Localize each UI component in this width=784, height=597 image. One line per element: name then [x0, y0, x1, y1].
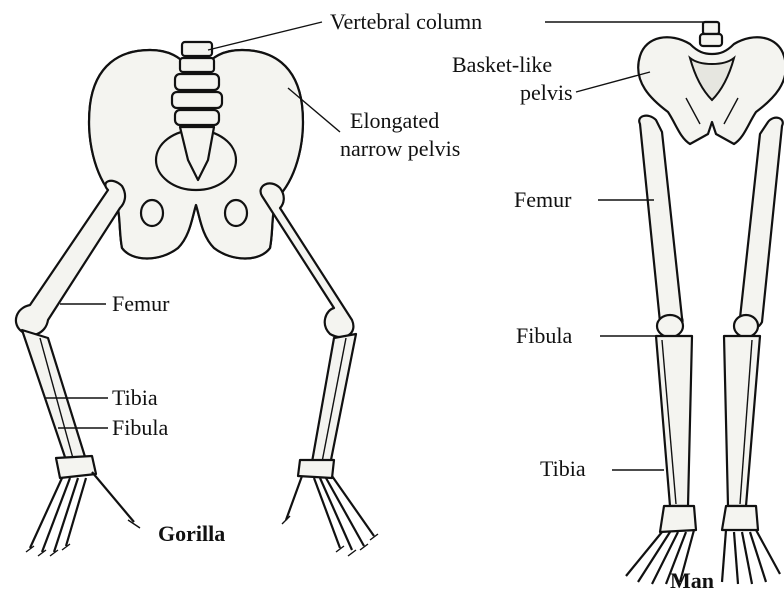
gorilla-left-foot	[26, 456, 140, 556]
label-man-fibula: Fibula	[516, 323, 572, 348]
label-elongated-pelvis-line2: narrow pelvis	[340, 136, 460, 161]
caption-gorilla: Gorilla	[158, 521, 225, 546]
man-left-femur	[639, 116, 682, 330]
caption-man: Man	[670, 568, 714, 592]
man-skeleton	[626, 22, 784, 584]
gorilla-left-femur	[16, 181, 125, 335]
man-vertebral-column	[700, 22, 722, 46]
gorilla-right-foot	[282, 460, 378, 556]
gorilla-right-femur	[261, 183, 354, 337]
label-man-tibia: Tibia	[540, 456, 586, 481]
man-right-foot	[722, 506, 780, 584]
label-gorilla-femur: Femur	[112, 291, 170, 316]
label-man-femur: Femur	[514, 187, 572, 212]
man-right-femur	[739, 118, 782, 330]
label-basket-pelvis-line1: Basket-like	[452, 52, 552, 77]
label-vertebral-column: Vertebral column	[330, 9, 482, 34]
label-elongated-pelvis-line1: Elongated	[350, 108, 439, 133]
label-gorilla-tibia: Tibia	[112, 385, 158, 410]
label-basket-pelvis-line2: pelvis	[520, 80, 573, 105]
label-gorilla-fibula: Fibula	[112, 415, 168, 440]
